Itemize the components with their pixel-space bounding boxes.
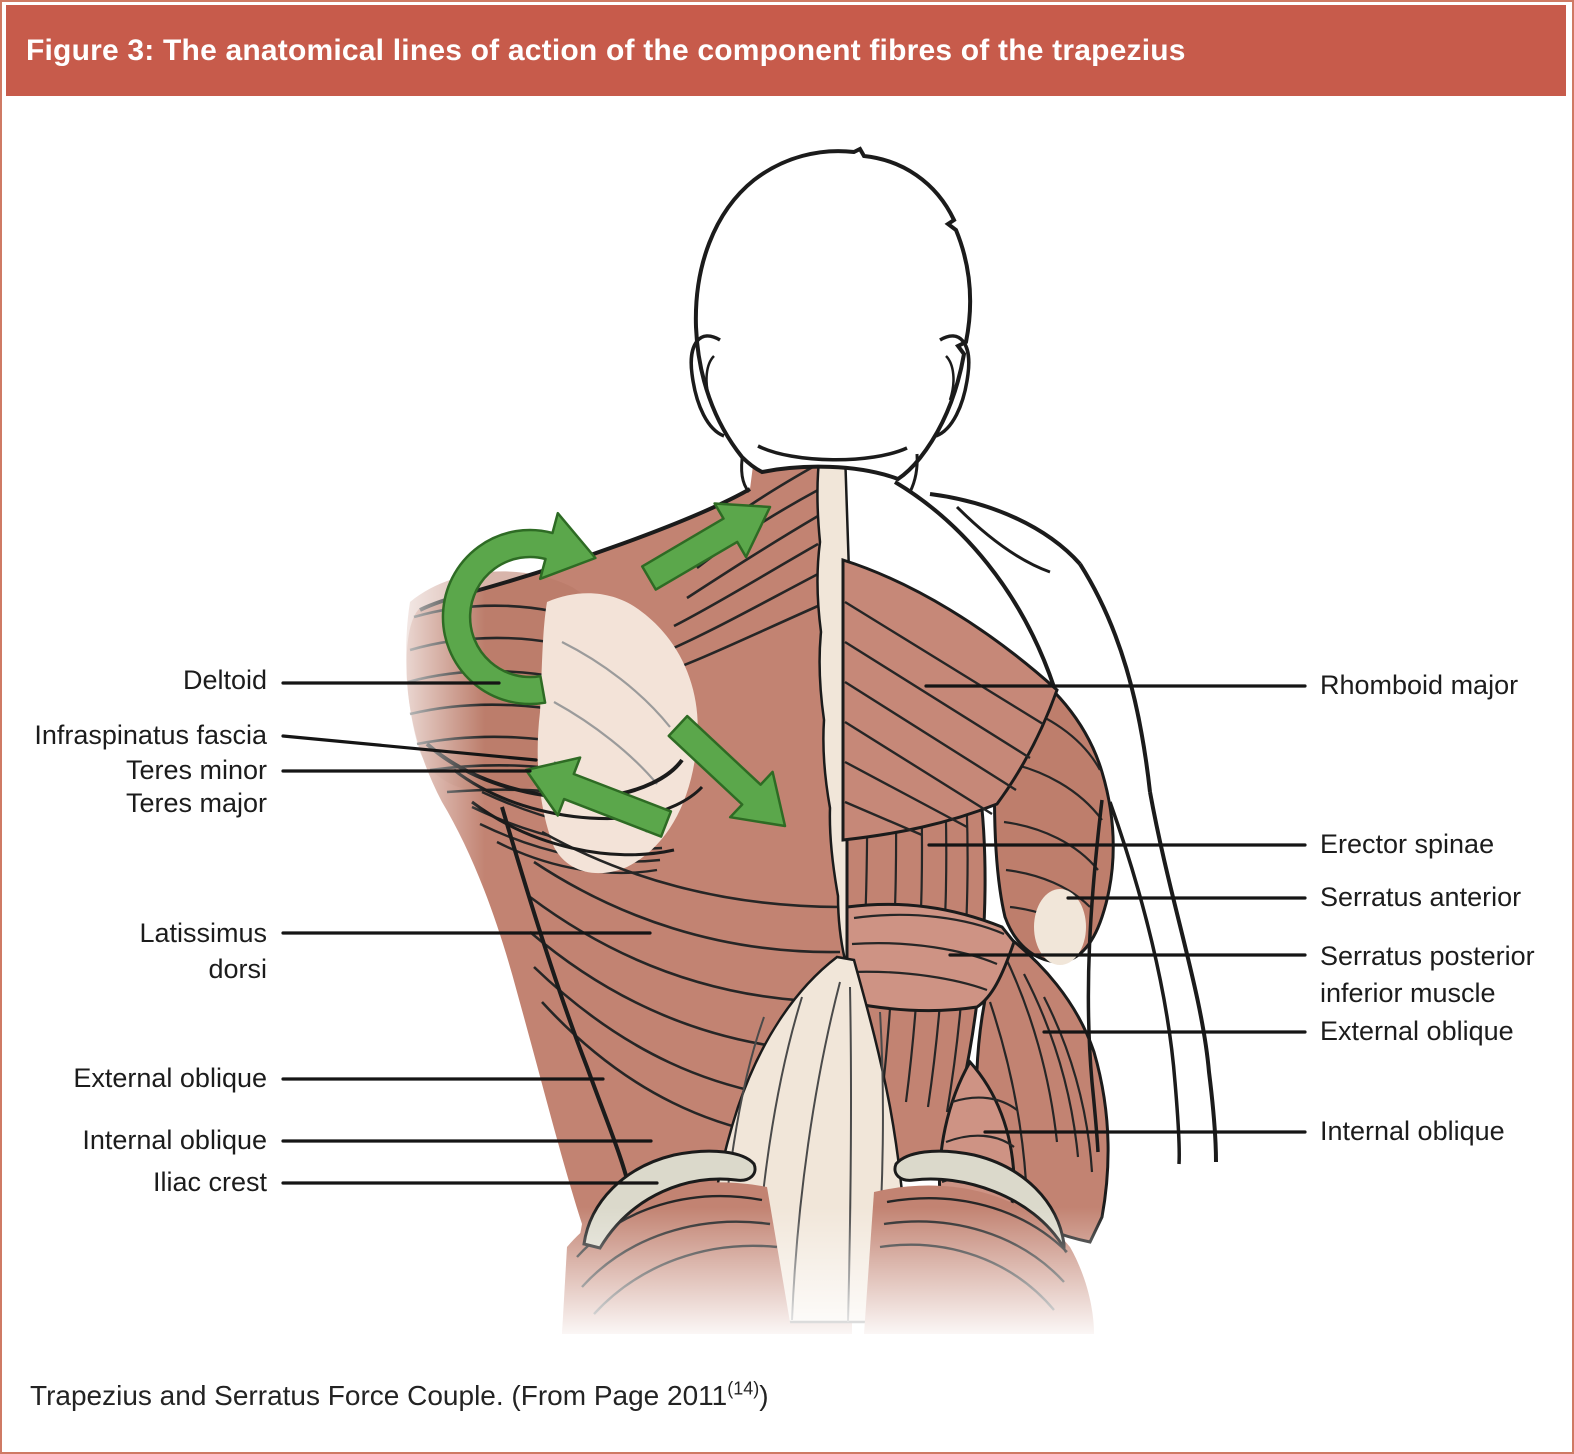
lumbar-triangle	[1034, 889, 1086, 965]
caption-text: Trapezius and Serratus Force Couple. (Fr…	[30, 1380, 728, 1411]
external-oblique-fibers	[988, 953, 1094, 1183]
label-internal-oblique-left: Internal oblique	[82, 1125, 267, 1155]
right-back-musculature	[841, 480, 1218, 1244]
leader-infraspinatus-fascia	[281, 734, 538, 762]
lower-trapezius-arrow	[667, 714, 787, 828]
head-outline	[689, 146, 973, 493]
label-erector-spinae: Erector spinae	[1320, 829, 1495, 859]
iliac-crest-right	[893, 1149, 1066, 1254]
label-external-oblique-right: External oblique	[1320, 1016, 1514, 1046]
scapular-rotation-arrow	[441, 511, 597, 706]
label-latissimus-dorsi: Latissimus dorsi	[139, 918, 267, 984]
caption-closing: )	[759, 1380, 769, 1411]
figure-caption: Trapezius and Serratus Force Couple. (Fr…	[30, 1380, 769, 1412]
serratus-posterior-fibers	[849, 913, 1005, 992]
label-rhomboid-major: Rhomboid major	[1320, 670, 1519, 700]
right-contours	[893, 480, 1218, 1165]
iliac-crest-left	[582, 1149, 757, 1250]
leader-lines	[281, 681, 1307, 1185]
label-teres-major: Teres major	[125, 788, 267, 818]
caption-reference: (14)	[727, 1378, 760, 1399]
figure-title: Figure 3: The anatomical lines of action…	[26, 33, 1186, 67]
label-iliac-crest: Iliac crest	[152, 1167, 267, 1197]
force-arrows	[441, 502, 787, 838]
bottom-fade	[362, 1207, 1262, 1367]
figure-header: Figure 3: The anatomical lines of action…	[6, 5, 1566, 96]
label-infraspinatus-fascia: Infraspinatus fascia	[34, 720, 267, 750]
rhomboid-fibers	[844, 600, 1044, 837]
label-external-oblique-left: External oblique	[73, 1063, 267, 1093]
rhomboid-major	[841, 557, 1059, 842]
label-internal-oblique-right: Internal oblique	[1320, 1116, 1505, 1146]
label-serratus-anterior: Serratus anterior	[1320, 882, 1522, 912]
label-teres-minor: Teres minor	[125, 755, 267, 785]
serratus-anterior-arrow	[524, 756, 673, 838]
label-deltoid: Deltoid	[182, 665, 267, 695]
serratus-posterior-inferior	[845, 902, 1016, 1013]
label-serratus-posterior-inferior: Serratus posterior inferior muscle	[1320, 941, 1535, 1008]
upper-trapezius-arrow	[640, 502, 772, 591]
